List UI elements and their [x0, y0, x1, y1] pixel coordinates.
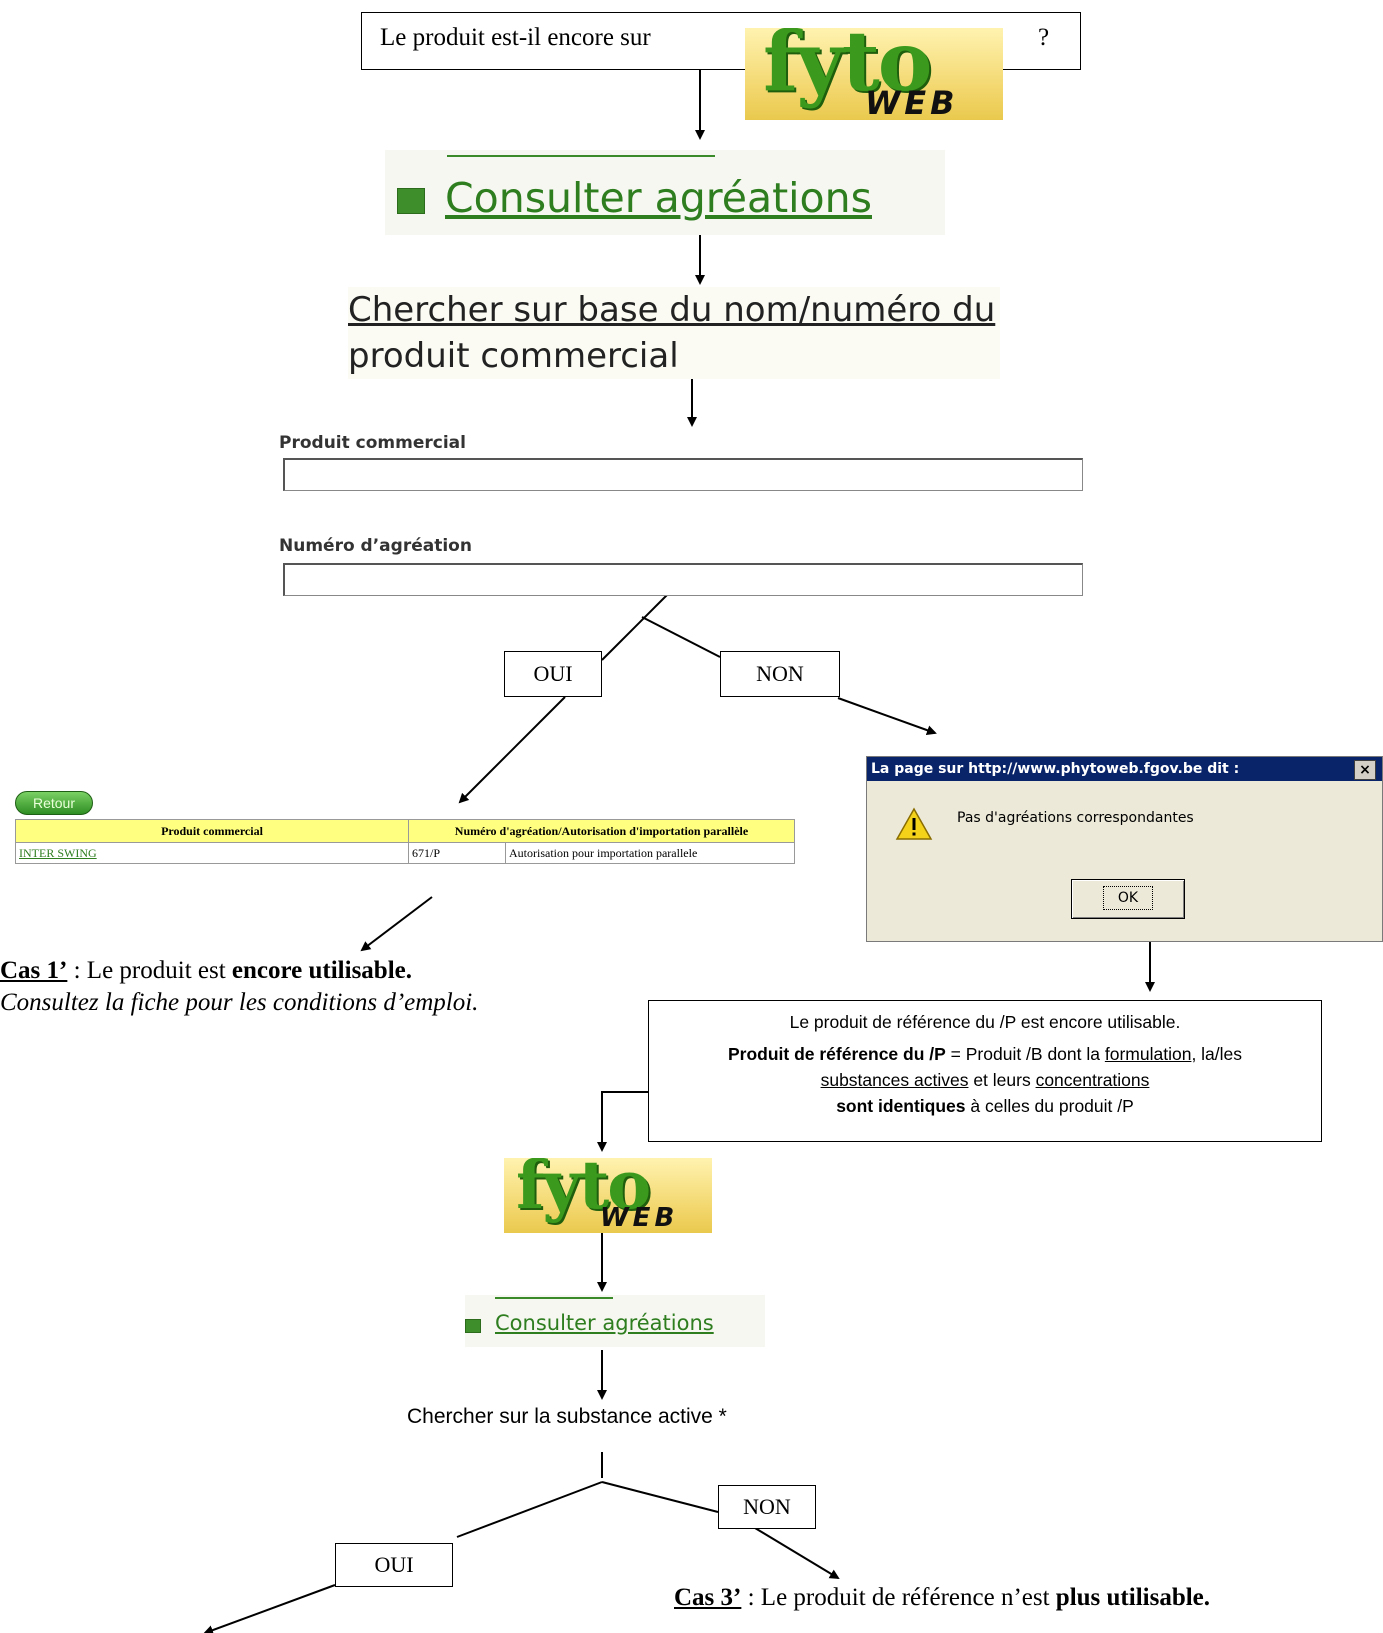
search-by-substance-text: Chercher sur la substance active *	[407, 1405, 727, 1428]
reference-def-a: = Produit /B dont la	[945, 1044, 1105, 1064]
branch1-diagonal-right	[641, 616, 721, 658]
arrow-to-case3	[749, 1524, 840, 1580]
logo2-web-text: WEB	[600, 1203, 679, 1233]
case3-text: Cas 3’ : Le produit de référence n’est p…	[674, 1584, 1210, 1612]
case1-text-a: : Le produit est	[67, 957, 232, 984]
cell-number: 671/P	[408, 842, 506, 864]
results-table: Produit commercial Numéro d'agréation/Au…	[15, 819, 795, 864]
banner-rule	[447, 155, 715, 157]
arrow-to-case1	[360, 896, 433, 952]
search-link-line1: Chercher sur base du nom/numéro du	[348, 290, 996, 330]
branch2-yes-box: OUI	[335, 1543, 453, 1587]
top-question-mark: ?	[1038, 24, 1050, 51]
case3-text-b: plus utilisable.	[1055, 1584, 1211, 1611]
consult-agreations-link-2[interactable]: Consulter agréations	[495, 1311, 714, 1335]
branch2-diagonal-left	[456, 1481, 603, 1538]
table-row: INTER SWING 671/P Autorisation pour impo…	[15, 842, 795, 864]
case1-text-b: encore utilisable.	[231, 957, 412, 984]
warning-icon	[895, 807, 933, 840]
logo-fyto-text: fyto	[763, 28, 932, 110]
reference-product-box: Le produit de référence du /P est encore…	[648, 1000, 1322, 1142]
number-input[interactable]	[283, 563, 1083, 596]
header-number: Numéro d'agréation/Autorisation d'import…	[408, 819, 795, 843]
case3-text-a: : Le produit de référence n’est	[741, 1584, 1056, 1611]
dialog-message: Pas d'agréations correspondantes	[957, 810, 1194, 826]
logo2-fyto-text: fyto	[516, 1158, 651, 1224]
case3-label: Cas 3’	[674, 1584, 742, 1611]
number-field-label: Numéro d’agréation	[279, 536, 472, 556]
arrow-reference-to-logo	[597, 1091, 648, 1152]
fytoweb-logo-2: fyto WEB	[504, 1158, 712, 1233]
ok-button-label: OK	[1102, 886, 1154, 910]
reference-formulation: formulation	[1104, 1044, 1192, 1064]
fytoweb-logo: fyto WEB	[745, 28, 1003, 120]
logo-web-text: WEB	[865, 84, 959, 120]
branch1-no-box: NON	[720, 651, 840, 697]
cell-type: Autorisation pour importation parallele	[505, 842, 795, 864]
case1-text: Cas 1’ : Le produit est encore utilisabl…	[0, 955, 700, 1019]
reference-def-d: à celles du produit /P	[965, 1096, 1134, 1116]
branch1-yes-box: OUI	[504, 651, 602, 697]
branch1-yes-label: OUI	[533, 661, 573, 686]
arrow-to-dialog	[837, 697, 937, 735]
header-product: Produit commercial	[15, 819, 409, 843]
results-header-row: Produit commercial Numéro d'agréation/Au…	[15, 819, 795, 843]
branch2-yes-label: OUI	[374, 1552, 414, 1577]
reference-substances: substances actives	[820, 1070, 969, 1090]
ok-button[interactable]: OK	[1071, 879, 1185, 919]
product-field-label: Produit commercial	[279, 433, 466, 453]
consult-agreations-banner-2[interactable]: Consulter agréations	[465, 1295, 765, 1347]
product-input[interactable]	[283, 458, 1083, 491]
branch2-no-box: NON	[718, 1485, 816, 1529]
cell-product-link[interactable]: INTER SWING	[15, 842, 409, 864]
search-by-name-link[interactable]: Chercher sur base du nom/numéro du produ…	[348, 287, 1000, 379]
reference-def-bold: Produit de référence du /P	[727, 1044, 946, 1064]
branch1-diagonal-left	[601, 589, 673, 661]
dialog-title: La page sur http://www.phytoweb.fgov.be …	[867, 757, 1382, 781]
reference-definition: Produit de référence du /P = Produit /B …	[649, 1041, 1321, 1119]
reference-def-c: et leurs	[968, 1070, 1036, 1090]
arrow-oui-bottom	[203, 1584, 336, 1633]
reference-line1: Le produit de référence du /P est encore…	[789, 1012, 1181, 1032]
banner-rule-2	[495, 1297, 613, 1299]
case1-text-c: Consultez la fiche pour les conditions d…	[0, 989, 479, 1016]
reference-concentrations: concentrations	[1035, 1070, 1150, 1090]
branch1-no-label: NON	[756, 661, 804, 686]
reference-identical: sont identiques	[836, 1096, 966, 1116]
top-question-text: Le produit est-il encore sur	[380, 24, 651, 51]
branch2-no-label: NON	[743, 1494, 791, 1519]
search-link-line2: produit commercial	[348, 336, 679, 376]
close-icon[interactable]: ×	[1354, 760, 1376, 780]
arrow-to-results	[458, 696, 566, 804]
reference-def-b: , la/les	[1191, 1044, 1243, 1064]
checkbox-icon-2	[465, 1319, 481, 1333]
retour-button[interactable]: Retour	[15, 791, 93, 815]
consult-agreations-banner[interactable]: Consulter agréations	[385, 150, 945, 235]
alert-dialog: La page sur http://www.phytoweb.fgov.be …	[866, 756, 1383, 942]
case1-label: Cas 1’	[0, 957, 68, 984]
consult-agreations-link[interactable]: Consulter agréations	[445, 174, 872, 222]
checkbox-icon	[397, 188, 425, 214]
branch2-diagonal-right	[601, 1481, 719, 1513]
